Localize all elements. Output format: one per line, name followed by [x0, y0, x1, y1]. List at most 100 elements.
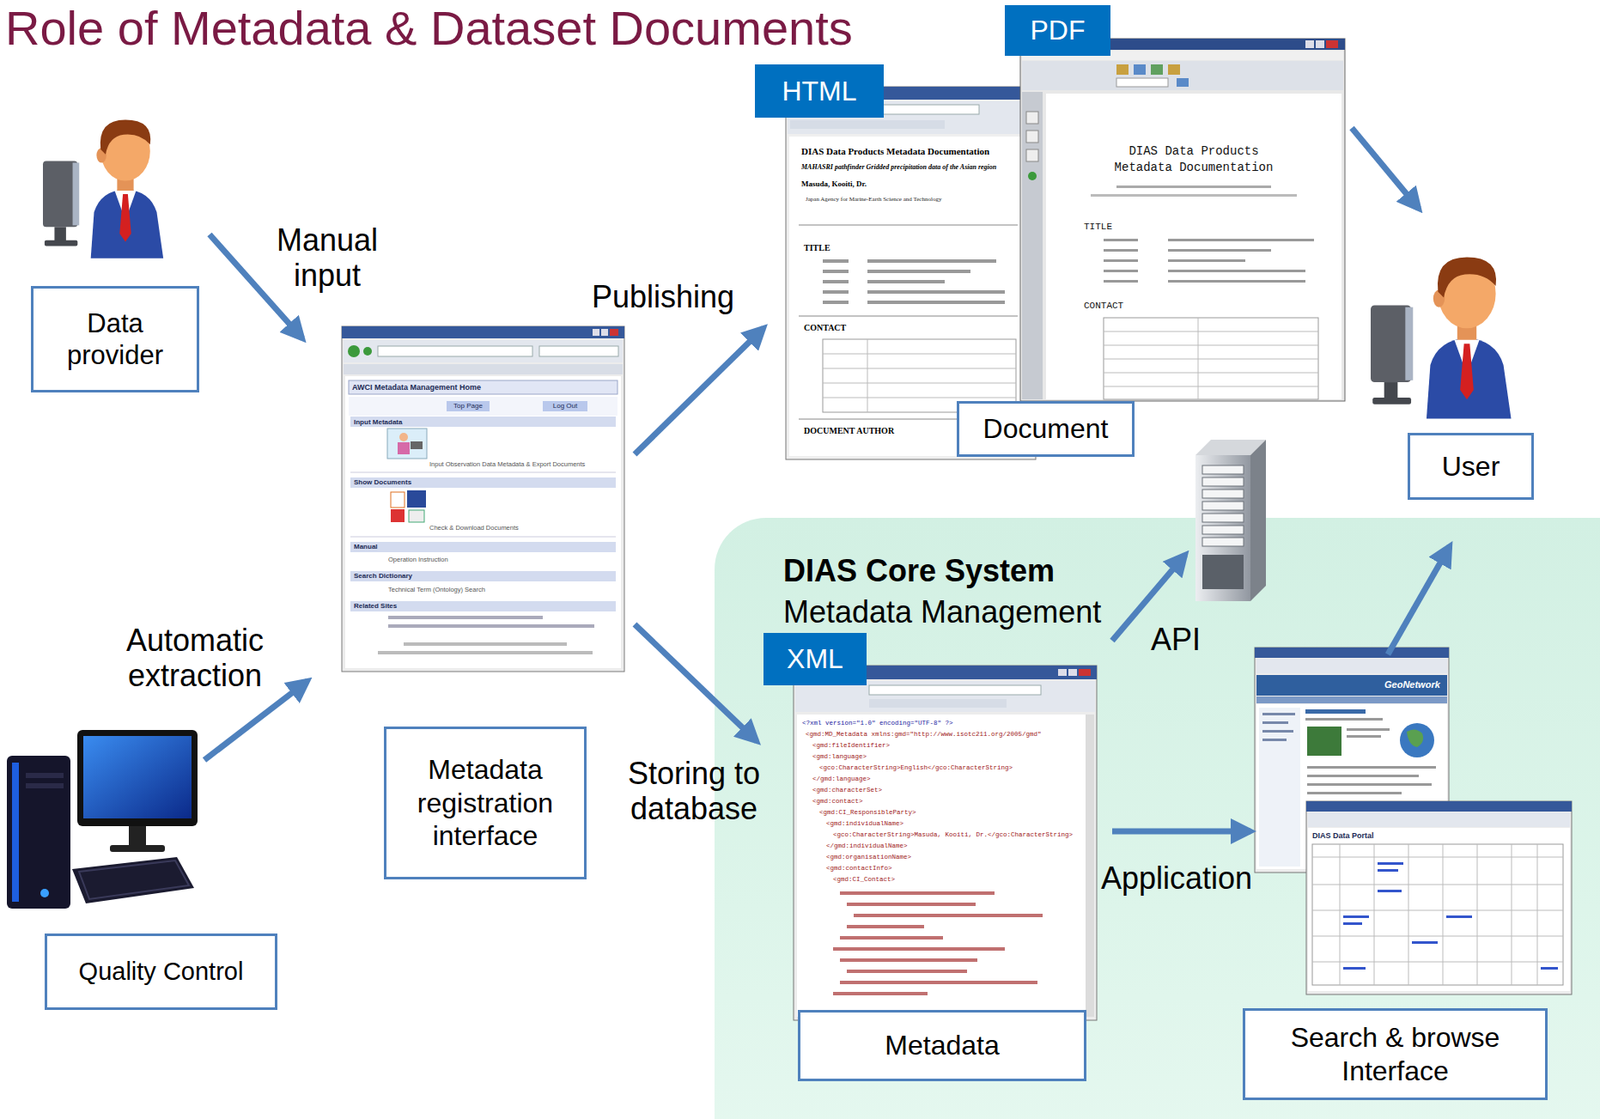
registration-screenshot-part	[350, 416, 616, 427]
search-screenshot-part	[1307, 774, 1419, 778]
portal-screenshot-part	[1312, 844, 1564, 986]
pdf-document-screenshot-part	[1022, 91, 1043, 400]
registration-screenshot-part	[388, 624, 595, 628]
screen-text: CONTACT	[1083, 300, 1124, 312]
registration-screenshot-part	[345, 376, 621, 669]
xml-metadata-screenshot-part	[869, 699, 1007, 708]
portal-screenshot-part	[1446, 915, 1473, 919]
screen-text: Check & Download Documents	[429, 524, 519, 533]
screen-text: <gmd:CI_Contact>	[833, 876, 895, 884]
screen-text: <gmd:CI_ResponsibleParty>	[819, 809, 917, 817]
label-box: Data provider	[30, 285, 200, 393]
screen-text: DIAS Data Products Metadata Documentatio…	[801, 146, 990, 158]
portal-screenshot-part	[1537, 844, 1539, 986]
box-label: Metadata	[812, 1028, 1072, 1062]
portal-screenshot-part	[1343, 915, 1369, 919]
provider-icon	[42, 120, 164, 259]
flow-label: Storing to database	[608, 755, 780, 828]
portal-screenshot-part	[1312, 961, 1564, 963]
flow-arrow-part	[1351, 127, 1419, 209]
registration-screenshot-part	[387, 428, 427, 459]
registration-screenshot-part	[341, 326, 625, 672]
screen-text: <gmd:MD_Metadata xmlns:gmd="http://www.i…	[805, 730, 1042, 739]
pdf-document-screenshot-part	[1198, 317, 1199, 400]
screen-text: DIAS Data Portal	[1312, 831, 1375, 840]
pdf-document-screenshot-part	[1116, 78, 1169, 87]
server-icon-part	[1250, 439, 1266, 602]
portal-screenshot-part	[1477, 844, 1479, 986]
pdf-document-screenshot-part	[1022, 50, 1344, 61]
screen-text: <gmd:contact>	[812, 797, 864, 806]
registration-screenshot-part	[542, 401, 588, 412]
registration-screenshot-part	[350, 536, 616, 538]
registration-screenshot	[341, 326, 625, 672]
flow-arrow-part	[634, 624, 757, 742]
registration-screenshot-part	[348, 380, 618, 395]
box-label: Search & browse Interface	[1257, 1021, 1534, 1088]
search-screenshot-part	[1406, 729, 1424, 748]
registration-screenshot-part	[403, 642, 567, 646]
search-screenshot-part	[1346, 728, 1390, 731]
computer-icon	[6, 730, 198, 909]
portal-screenshot-part	[1343, 967, 1366, 970]
registration-screenshot-part	[347, 345, 360, 358]
pdf-document-screenshot-part	[1168, 238, 1315, 242]
portal-screenshot-part	[1377, 889, 1402, 893]
screen-text: Masuda, Kooiti, Dr.	[801, 179, 867, 189]
xml-metadata-screenshot-part	[796, 714, 1086, 1017]
search-screenshot-part	[1307, 726, 1342, 756]
search-screenshot-part	[1305, 717, 1383, 721]
server-icon-part	[1202, 513, 1244, 523]
pdf-document-screenshot-part	[1103, 249, 1138, 252]
pdf-document-screenshot-part	[1116, 185, 1272, 189]
screen-text: <gco:CharacterString>English</gco:Charac…	[819, 764, 1013, 773]
xml-metadata-screenshot-part	[793, 665, 1097, 680]
computer-icon-part	[83, 736, 192, 819]
pdf-document-screenshot-part	[1103, 386, 1319, 388]
label-box: User	[1407, 432, 1534, 500]
flow-arrow-part	[1387, 546, 1450, 655]
registration-screenshot-part	[350, 472, 616, 474]
registration-screenshot-part	[341, 326, 625, 339]
pdf-document-screenshot-part	[1103, 358, 1319, 360]
registration-screenshot-part	[539, 346, 619, 357]
screen-text: TITLE	[1083, 221, 1113, 233]
server-icon-part	[1202, 477, 1244, 487]
box-label: Quality Control	[59, 956, 263, 987]
server-icon-part	[1195, 455, 1251, 602]
registration-screenshot-part	[390, 509, 405, 523]
computer-icon-part	[25, 772, 64, 779]
pdf-document-screenshot-part	[1020, 38, 1345, 50]
portal-screenshot-part	[1312, 884, 1564, 886]
screen-text: Input Observation Data Metadata & Export…	[429, 461, 585, 469]
box-label: Document	[971, 412, 1120, 445]
page-title: Role of Metadata & Dataset Documents	[5, 1, 853, 55]
html-document-screenshot-part	[867, 339, 869, 413]
pdf-document-screenshot-part	[1022, 60, 1344, 91]
xml-metadata-screenshot-part	[839, 891, 995, 895]
search-screenshot-part	[1307, 791, 1402, 795]
html-document-screenshot-part	[867, 300, 1005, 305]
search-screenshot-part	[1256, 658, 1448, 674]
registration-screenshot-part	[399, 432, 408, 442]
server-icon-part	[1202, 465, 1244, 475]
html-document-screenshot-part	[867, 259, 997, 263]
pdf-document-screenshot-part	[1315, 40, 1325, 49]
registration-screenshot-part	[397, 442, 410, 455]
search-screenshot-part	[1262, 738, 1287, 742]
portal-screenshot-part	[1442, 844, 1444, 986]
html-document-screenshot-part	[798, 316, 1018, 317]
pdf-document-screenshot-part	[1026, 130, 1039, 143]
portal-screenshot-part	[1307, 827, 1570, 992]
computer-icon-part	[25, 783, 64, 789]
user-icon	[1370, 256, 1512, 419]
pdf-document-screenshot-part	[1020, 38, 1345, 402]
label-box: Metadata registration interface	[383, 726, 587, 880]
xml-metadata-screenshot-part	[1068, 669, 1077, 676]
pdf-document-screenshot-part	[1103, 259, 1138, 262]
pdf-document-screenshot-part	[1103, 269, 1138, 273]
screen-text: Metadata Documentation	[1114, 160, 1274, 175]
search-screenshot-part	[1262, 712, 1296, 716]
flow-label: Manual input	[262, 222, 392, 294]
box-label: Metadata registration interface	[398, 753, 572, 852]
